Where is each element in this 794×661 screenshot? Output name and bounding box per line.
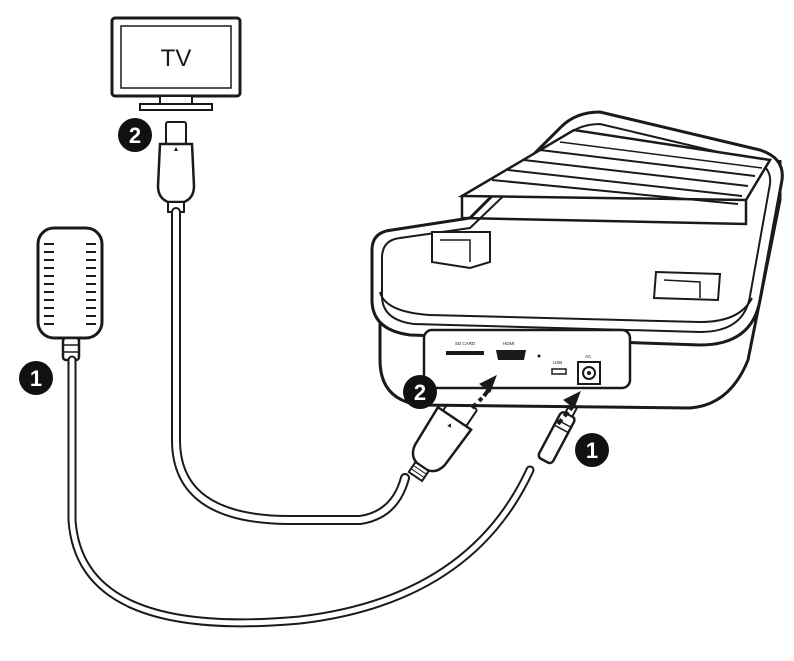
port-label-sd-card: SD CARD (455, 341, 476, 346)
tv-label: TV (161, 45, 192, 72)
hdmi-plug-tv-end (158, 122, 194, 212)
step-number: 1 (30, 366, 42, 391)
port-label-usb: USB (553, 360, 562, 365)
step-number: 2 (414, 380, 426, 405)
console-icon (372, 112, 782, 408)
port-label-ac: AC (585, 354, 592, 359)
step-number: 1 (586, 438, 598, 463)
step-badge-hdmi-console: 2 (403, 375, 437, 409)
power-adapter-icon (38, 228, 102, 360)
port-label-hdmi: HDMI (503, 341, 515, 346)
step-badge-power-console: 1 (575, 433, 609, 467)
step-badge-power-adapter: 1 (19, 361, 53, 395)
step-badge-hdmi-tv: 2 (118, 118, 152, 152)
tv-icon: TV (112, 18, 240, 110)
step-number: 2 (129, 123, 141, 148)
